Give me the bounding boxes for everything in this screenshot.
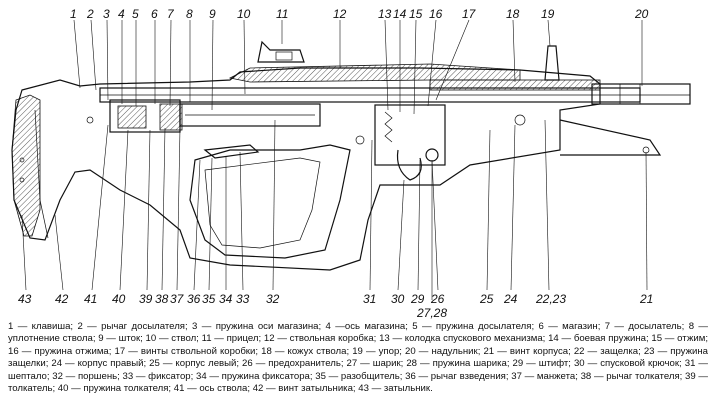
label-15: 15 — [409, 7, 423, 21]
stock-outline — [11, 67, 601, 271]
top-labels: 1 2 3 4 5 6 7 8 9 10 11 12 13 14 15 16 1… — [70, 7, 649, 21]
label-6: 6 — [151, 7, 158, 21]
label-18: 18 — [506, 7, 520, 21]
label-43: 43 — [18, 292, 32, 306]
mainspring — [384, 111, 393, 143]
front-sight — [544, 45, 560, 81]
label-32: 32 — [266, 292, 280, 306]
label-11: 11 — [276, 7, 288, 21]
label-30: 30 — [391, 292, 405, 306]
grip-frame — [189, 144, 351, 259]
grip-cutout — [204, 157, 321, 249]
label-8: 8 — [186, 7, 193, 21]
trigger — [396, 149, 422, 181]
forend-rail — [559, 119, 662, 156]
label-36: 36 — [187, 292, 201, 306]
label-42: 42 — [55, 292, 69, 306]
label-3: 3 — [103, 7, 110, 21]
top-leader-lines — [73, 19, 643, 115]
label-13: 13 — [378, 7, 392, 21]
label-41: 41 — [84, 292, 97, 306]
label-10: 10 — [237, 7, 251, 21]
label-19: 19 — [541, 7, 555, 21]
muzzle-device — [591, 83, 691, 105]
rear-sight — [257, 40, 305, 63]
label-37: 37 — [170, 292, 185, 306]
label-7: 7 — [167, 7, 175, 21]
label-35: 35 — [202, 292, 216, 306]
label-17: 17 — [462, 7, 477, 21]
label-24: 24 — [503, 292, 518, 306]
label-2: 2 — [86, 7, 94, 21]
label-39: 39 — [139, 292, 153, 306]
label-21: 21 — [639, 292, 653, 306]
label-33: 33 — [236, 292, 250, 306]
label-38: 38 — [155, 292, 169, 306]
bottom-labels: 43 42 41 40 39 38 37 36 35 34 33 32 31 3… — [18, 292, 653, 320]
cocking-lever — [203, 144, 260, 159]
label-40: 40 — [112, 292, 126, 306]
label-4: 4 — [118, 7, 125, 21]
label-25: 25 — [479, 292, 494, 306]
label-9: 9 — [209, 7, 216, 21]
buttplate — [11, 94, 41, 237]
label-34: 34 — [219, 292, 233, 306]
bottom-leader-lines — [21, 119, 648, 300]
label-22-23: 22,23 — [535, 292, 566, 306]
label-16: 16 — [429, 7, 443, 21]
weapon-cutaway-diagram: 1 2 3 4 5 6 7 8 9 10 11 12 13 14 15 16 1… — [11, 7, 691, 320]
trigger-housing — [374, 104, 446, 166]
label-29: 29 — [410, 292, 425, 306]
label-14: 14 — [393, 7, 407, 21]
label-20: 20 — [634, 7, 649, 21]
label-26: 26 — [430, 292, 445, 306]
label-27-28: 27,28 — [416, 306, 447, 320]
receiver-top — [228, 63, 521, 83]
parts-legend-caption: 1 — клавиша; 2 — рычаг досылателя; 3 — п… — [8, 321, 708, 395]
label-12: 12 — [333, 7, 347, 21]
label-31: 31 — [363, 292, 376, 306]
label-1: 1 — [70, 7, 77, 21]
label-5: 5 — [132, 7, 139, 21]
